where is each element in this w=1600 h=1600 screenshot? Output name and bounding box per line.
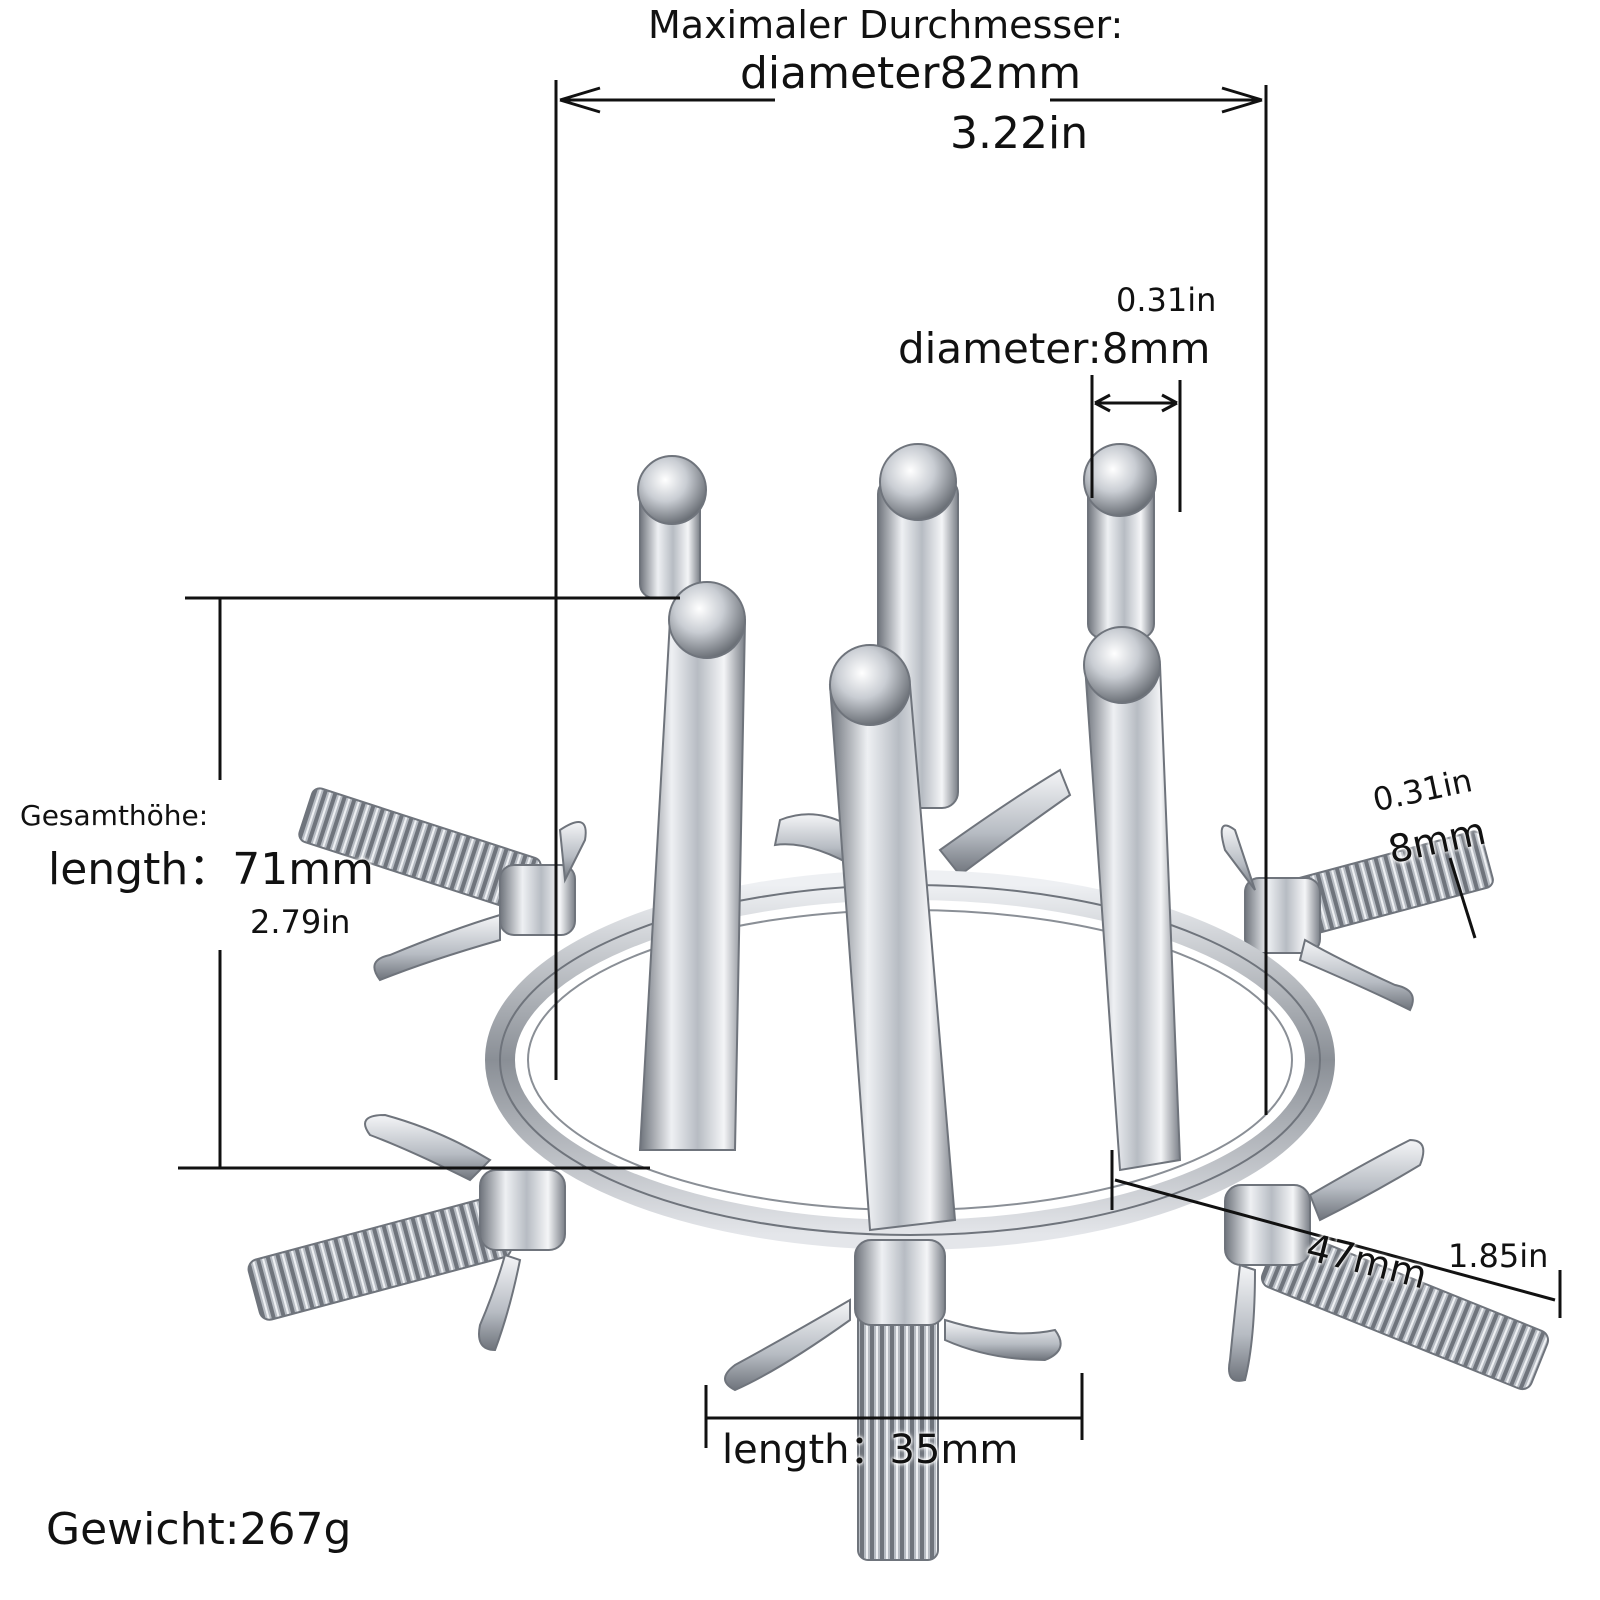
right-screw xyxy=(1220,824,1494,1012)
rod-diameter-mm: diameter:8mm xyxy=(898,324,1211,373)
screw-length-in: 1.85in xyxy=(1448,1237,1549,1275)
total-height-title: Gesamthöhe: xyxy=(20,799,209,832)
weight-label: Gewicht:267g xyxy=(46,1504,352,1555)
total-height-mm: length：71mm xyxy=(48,844,374,895)
rod-front-right xyxy=(1083,626,1182,1172)
front-right-screw xyxy=(1224,1138,1550,1391)
front-left-screw xyxy=(247,1113,566,1352)
left-screw xyxy=(298,787,587,982)
max-diameter-in: 3.22in xyxy=(950,108,1089,159)
bottom-screw xyxy=(724,1239,1062,1561)
total-height-in: 2.79in xyxy=(250,903,351,941)
max-diameter-title: Maximaler Durchmesser: xyxy=(648,3,1124,47)
rod-front-left xyxy=(638,581,747,1151)
rod-back-left xyxy=(637,455,707,599)
max-diameter-mm: diameter82mm xyxy=(740,48,1082,99)
rod-front-center xyxy=(828,644,957,1232)
rod-back-right xyxy=(1083,443,1157,639)
dimension-lines xyxy=(178,80,1562,1448)
rod-diameter-in: 0.31in xyxy=(1116,281,1217,319)
wing-length: length：35mm xyxy=(722,1427,1019,1473)
